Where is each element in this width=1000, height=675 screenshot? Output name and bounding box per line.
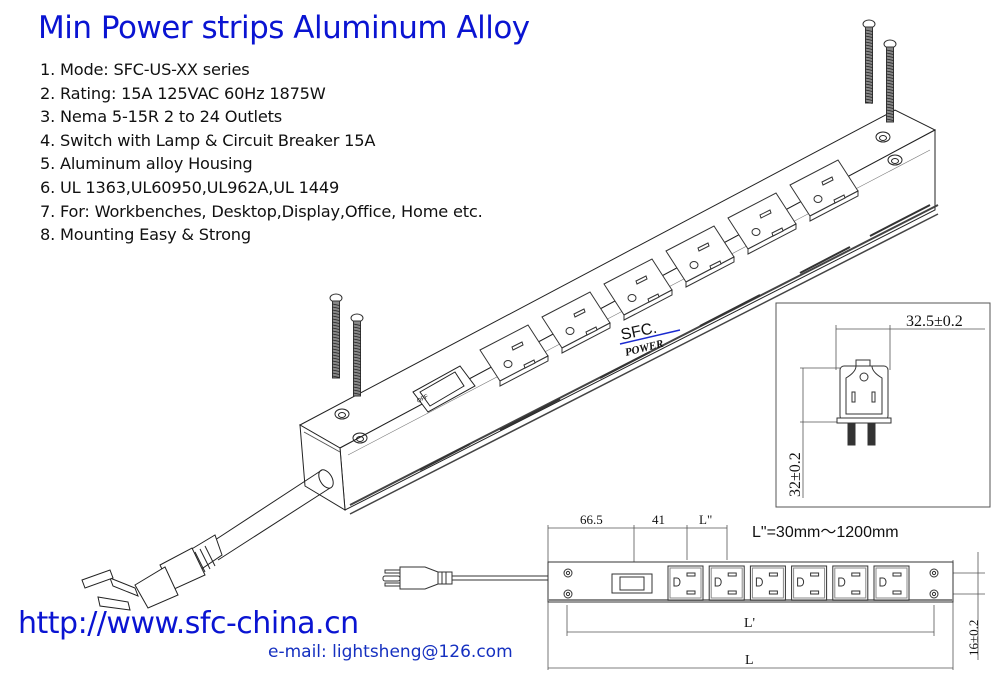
dim-l-prime: L' — [744, 616, 755, 631]
power-plug — [81, 534, 223, 611]
mounting-hole — [352, 432, 368, 444]
power-cord — [211, 469, 334, 561]
strip-shading — [419, 204, 931, 471]
isometric-outlet — [479, 324, 549, 387]
isometric-outlet — [727, 192, 797, 255]
outlet-detail-view: 32.5±0.2 32±0.2 — [775, 302, 991, 508]
website-url[interactable]: http://www.sfc-china.cn — [18, 606, 359, 641]
front-outlet — [873, 565, 910, 601]
isometric-outlet — [665, 225, 735, 288]
spec-item: 4. Switch with Lamp & Circuit Breaker 15… — [40, 130, 376, 150]
spec-item: 2. Rating: 15A 125VAC 60Hz 1875W — [40, 83, 326, 103]
isometric-outlet — [603, 258, 673, 321]
strip-end-face — [299, 424, 346, 511]
isometric-power-strip: OFF — [81, 19, 939, 611]
dim-16: 16±0.2 — [966, 620, 981, 656]
mounting-hole — [875, 131, 891, 143]
dim-l-double-prime: L" — [699, 512, 712, 527]
front-screw — [563, 589, 573, 599]
detail-height-dim: 32±0.2 — [787, 452, 804, 497]
front-outlet — [791, 565, 828, 601]
contact-email[interactable]: e-mail: lightsheng@126.com — [268, 642, 513, 662]
front-outlet — [667, 565, 704, 601]
detail-width-dim: 32.5±0.2 — [906, 313, 963, 330]
front-outlet — [708, 565, 745, 601]
front-outlet — [832, 565, 869, 601]
spec-item: 1. Mode: SFC-US-XX series — [40, 60, 250, 79]
front-plug — [382, 566, 548, 590]
front-screw — [929, 568, 939, 578]
mounting-screw — [350, 313, 364, 397]
isometric-outlet — [789, 159, 859, 222]
dim-l: L — [745, 653, 754, 668]
isometric-outlets — [479, 159, 859, 387]
rocker-switch: OFF — [412, 365, 476, 413]
dim-66-5: 66.5 — [580, 512, 603, 527]
switch-off-label: OFF — [416, 394, 430, 405]
spec-item: 5. Aluminum alloy Housing — [40, 154, 253, 174]
front-outlets — [667, 565, 910, 601]
mounting-hole — [887, 154, 903, 166]
spec-item: 6. UL 1363,UL60950,UL962A,UL 1449 — [40, 177, 340, 197]
mounting-hole — [334, 408, 350, 420]
spec-item: 7. For: Workbenches, Desktop,Display,Off… — [40, 201, 483, 221]
mounting-screw — [883, 39, 897, 123]
front-view: 66.5 41 L" L"=30mm～1200mm L' L 16±0.2 — [382, 512, 985, 670]
isometric-outlet — [541, 291, 611, 354]
front-screw — [563, 568, 573, 578]
front-screw — [929, 589, 939, 599]
page-title: Min Power strips Aluminum Alloy — [38, 10, 530, 46]
spec-item: 3. Nema 5-15R 2 to 24 Outlets — [40, 107, 282, 127]
mounting-screw — [329, 293, 343, 379]
range-note: L"=30mm～1200mm — [752, 524, 899, 541]
front-outlet — [749, 565, 786, 601]
spec-item: 8. Mounting Easy & Strong — [40, 225, 251, 245]
front-switch — [611, 573, 653, 594]
dim-41: 41 — [652, 512, 665, 527]
mounting-screw — [862, 19, 876, 104]
spec-list: 1. Mode: SFC-US-XX series 2. Rating: 15A… — [40, 58, 483, 247]
screws — [329, 19, 897, 397]
